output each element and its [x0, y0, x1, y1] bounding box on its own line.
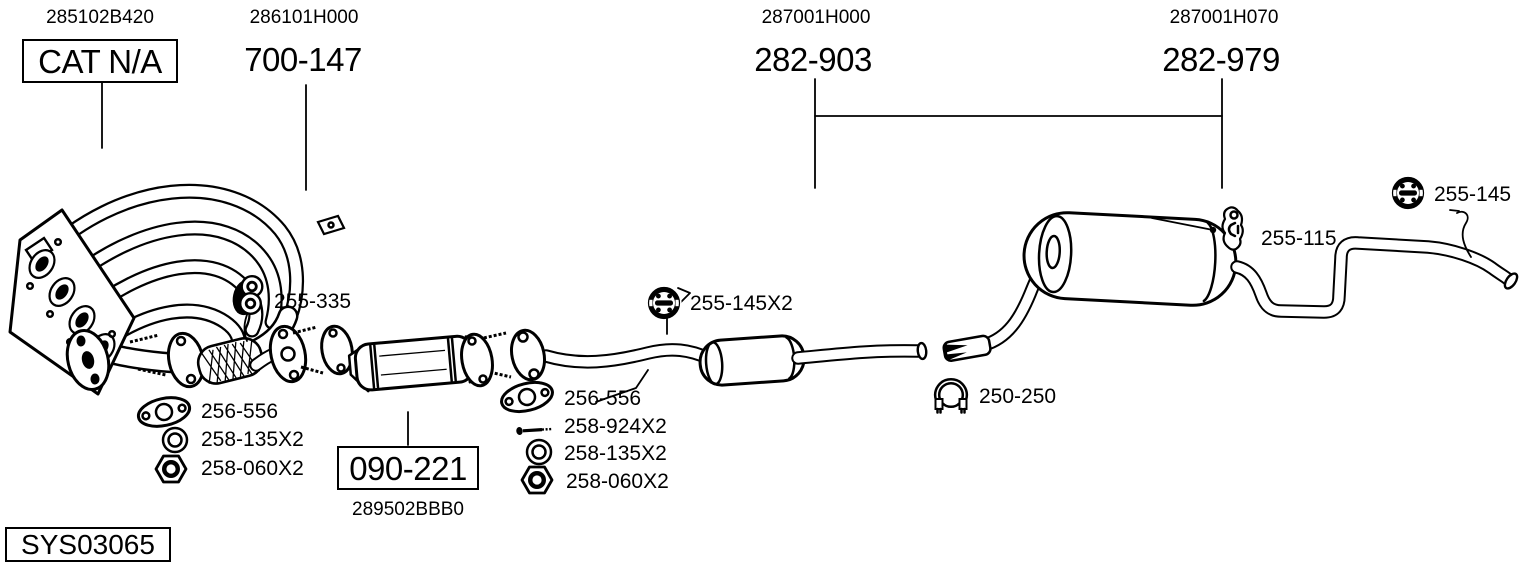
clamp-icon	[933, 378, 969, 414]
oem-code-rear: 287001H070	[1169, 7, 1279, 28]
gasket-icon	[134, 391, 194, 433]
manifold-outlet-flange	[65, 328, 111, 392]
oem-code-center: 287001H000	[761, 7, 871, 28]
flex-hanger-label: 255-335	[274, 290, 352, 313]
center-silencer-label: 282-903	[754, 41, 872, 78]
rear-silencer-label: 282-979	[1162, 41, 1280, 78]
center-pipe-flange	[510, 328, 546, 382]
icons	[134, 176, 1427, 495]
washer-icon	[161, 426, 189, 454]
bolt-icon	[516, 427, 552, 435]
rear-muffler	[1022, 211, 1238, 307]
tail-pipe-tip	[1503, 272, 1519, 290]
rear-hanger-leader	[1151, 217, 1214, 231]
center-bolt-label: 258-924X2	[564, 415, 667, 438]
center-nut-label: 258-060X2	[566, 470, 669, 493]
clamp-label: 250-250	[979, 385, 1057, 408]
rubber-mount-icon	[645, 286, 683, 320]
kit-oem-code: 289502BBB0	[352, 499, 464, 520]
flex-braid	[196, 337, 264, 385]
leader-lines	[101, 78, 1223, 446]
cat-label-box: CAT N/A	[22, 39, 178, 83]
nut-icon	[520, 465, 554, 495]
front-pipe-label: 700-147	[244, 41, 362, 78]
rear-hanger-label: 255-115	[1261, 227, 1337, 250]
oem-code-front-pipe: 286101H000	[249, 7, 359, 28]
cat-inlet-flange	[320, 324, 354, 376]
center-gasket-label: 256-556	[564, 387, 642, 410]
center-hanger-rod-down	[595, 369, 649, 403]
slotted-sleeve	[942, 334, 992, 362]
rear-pipe-assembly	[942, 209, 1519, 362]
nut-icon	[154, 454, 188, 484]
kit-label-box: 090-221	[337, 446, 479, 490]
hanger-bracket-icon	[232, 275, 264, 316]
front-nut-label: 258-060X2	[201, 457, 304, 480]
tail-mount-label: 255-145	[1434, 183, 1512, 206]
center-pipe-assembly	[510, 287, 928, 403]
front-gasket-label: 256-556	[201, 400, 279, 423]
flex-outlet-flange	[268, 324, 308, 384]
center-washer-label: 258-135X2	[564, 442, 667, 465]
tail-hook-rod	[1449, 209, 1472, 258]
front-flex-pipe	[129, 311, 324, 389]
catalytic-converter	[320, 324, 512, 393]
exhaust-manifold	[8, 191, 346, 396]
flex-inlet-flange	[166, 331, 206, 389]
washer-icon	[525, 438, 553, 466]
center-pipe-open-end	[916, 341, 928, 361]
center-mount-label: 255-145X2	[690, 292, 793, 315]
drawing-code-box: SYS03065	[5, 527, 171, 562]
hanger-bracket-icon	[1221, 206, 1244, 251]
cat-outlet-flange	[460, 332, 494, 388]
front-washer-label: 258-135X2	[201, 428, 304, 451]
gasket-icon	[497, 376, 557, 418]
center-resonator	[698, 334, 806, 387]
rubber-mount-icon	[1389, 176, 1427, 210]
oem-code-cat: 285102B420	[46, 7, 154, 28]
